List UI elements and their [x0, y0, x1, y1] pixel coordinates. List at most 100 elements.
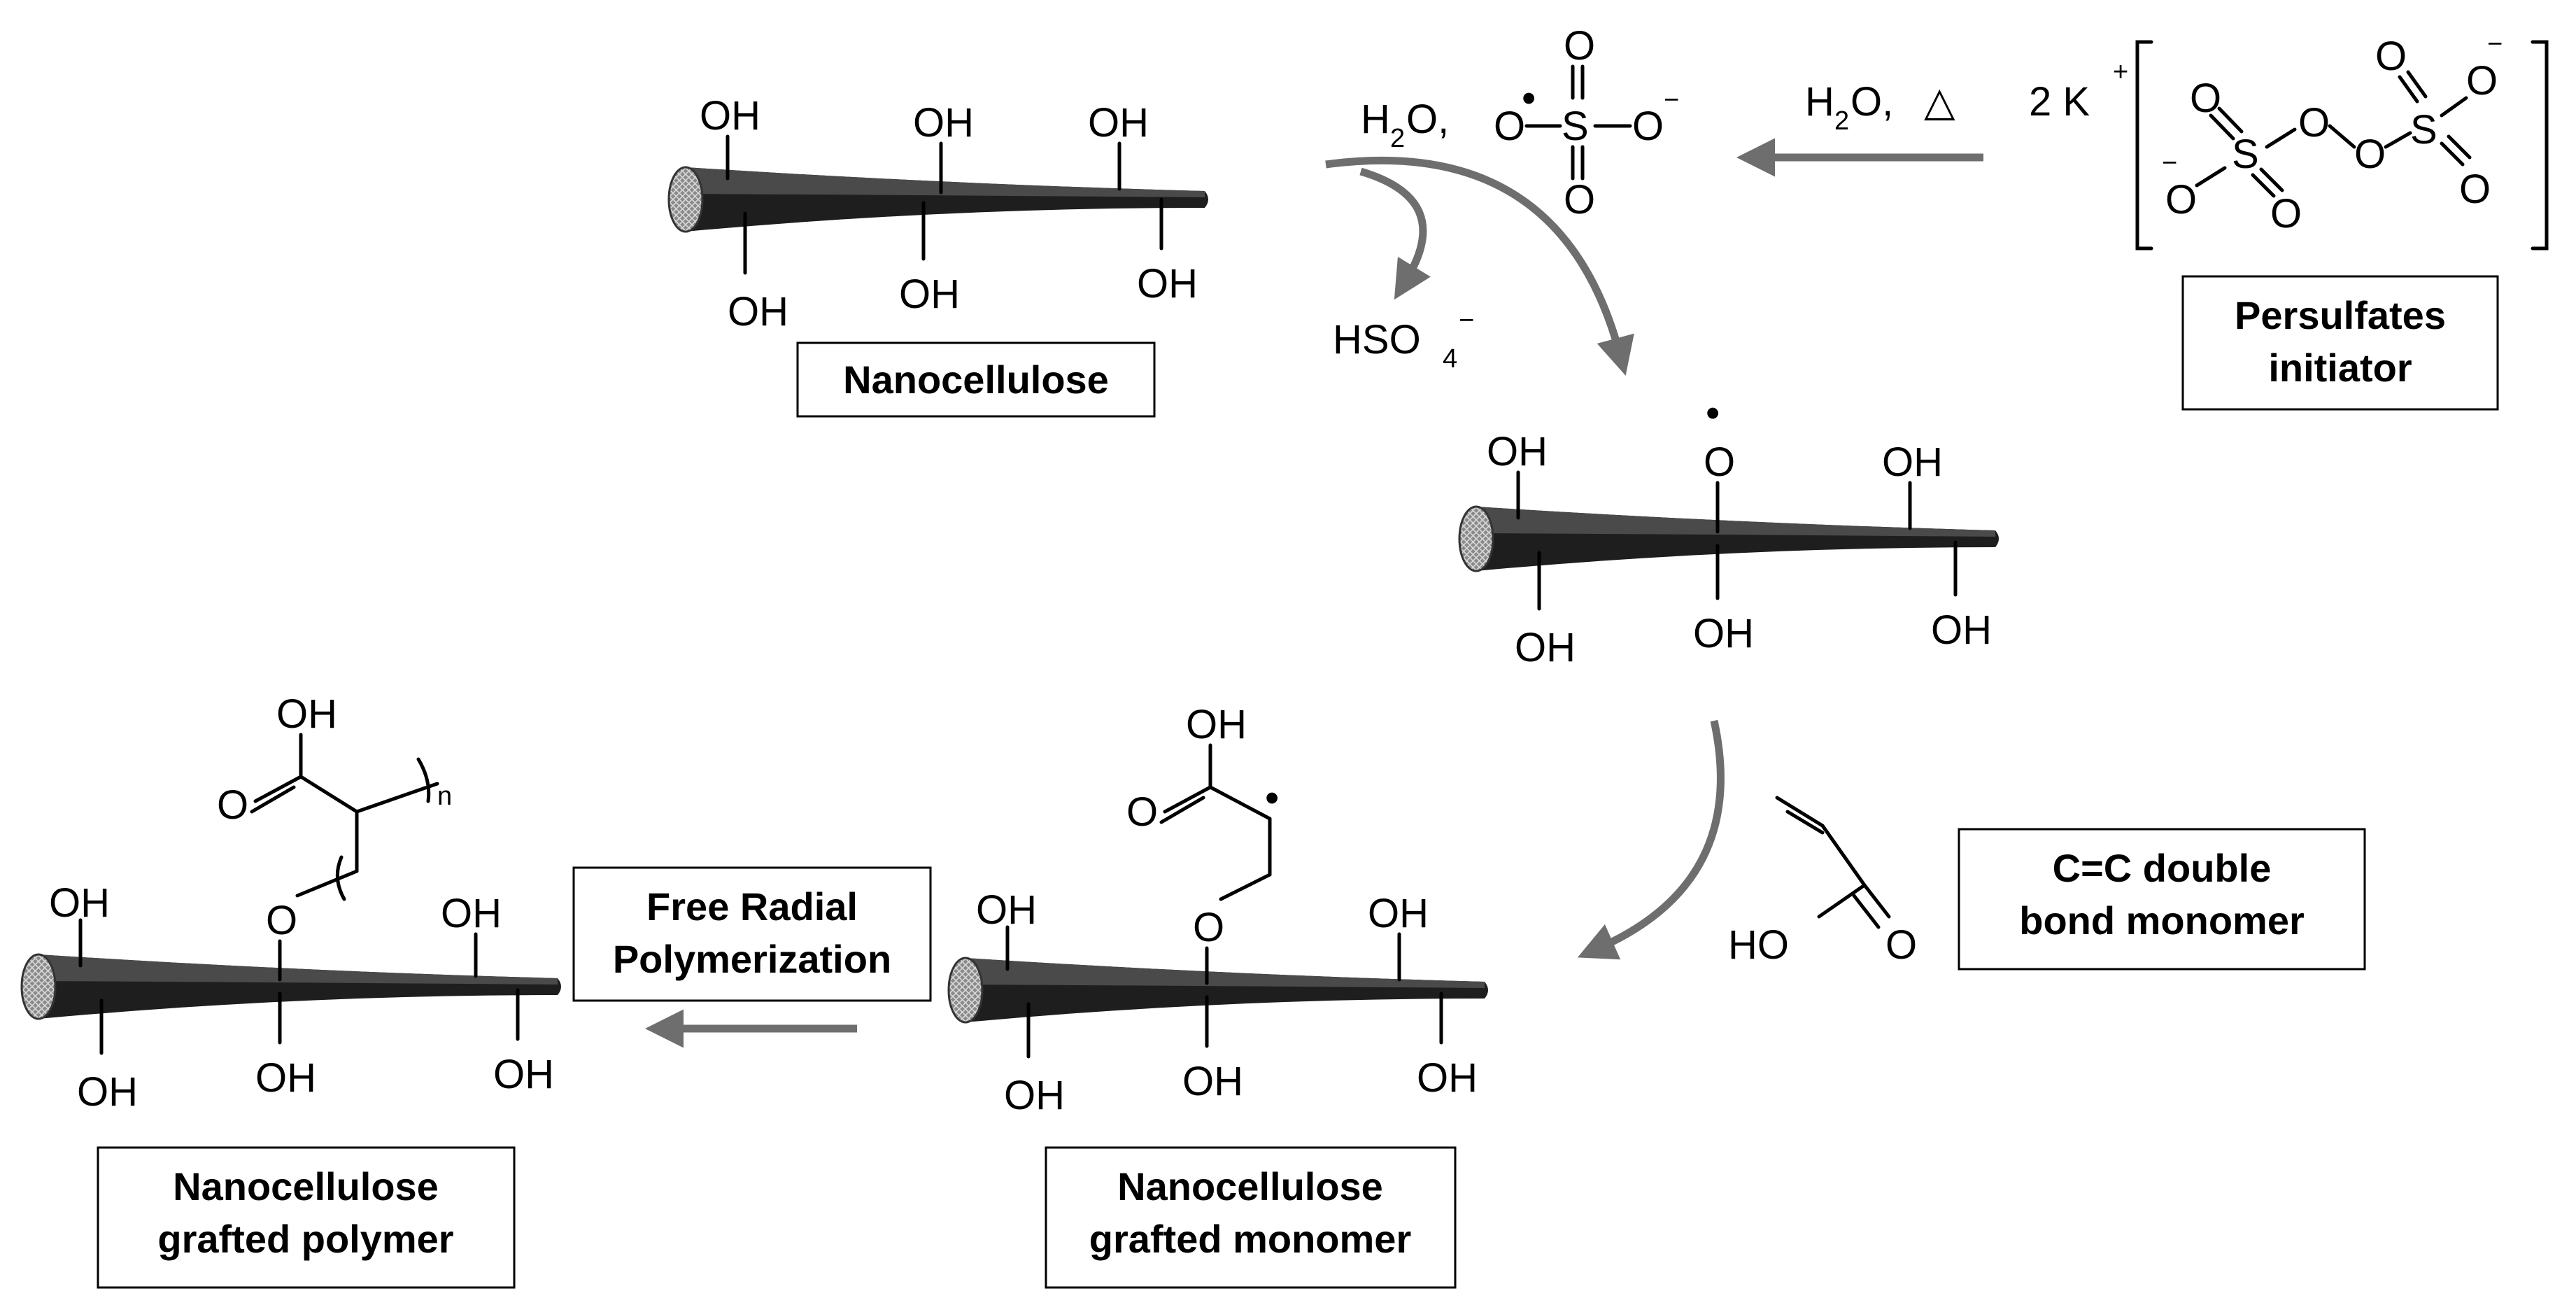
oh-group: OH — [1487, 429, 1548, 474]
arrow-radical-formation — [1325, 156, 1634, 376]
oxygen-atom: O — [2459, 167, 2491, 212]
oh-group: OH — [49, 880, 110, 926]
sulfate-radical: O • S O O O − — [1494, 23, 1679, 223]
repeat-bracket-lower — [335, 855, 346, 901]
ether-oxygen: O — [266, 898, 297, 943]
sulfur-atom: S — [2410, 107, 2437, 153]
water-h: H — [1805, 79, 1834, 125]
oh-group: OH — [77, 1069, 138, 1115]
negative-charge: − — [2487, 29, 2503, 59]
grafted-monomer-label-line2: grafted monomer — [1089, 1217, 1412, 1261]
oh-group: OH — [1004, 1073, 1065, 1118]
oh-group: OH — [1186, 702, 1247, 747]
polymerization-label-box: Free Radial Polymerization — [572, 866, 932, 1002]
oh-group: OH — [728, 289, 788, 334]
nanocellulose-label-box: Nanocellulose — [796, 341, 1156, 418]
bisulfate-formula: HSO — [1333, 317, 1421, 362]
oxygen-atom: O — [1564, 177, 1595, 223]
carbonyl-oxygen: O — [1126, 789, 1158, 835]
radical-dot: • — [1706, 390, 1720, 436]
negative-charge: − — [1664, 85, 1679, 115]
nanocellulose-molecule: OH OH OH OH OH OH — [667, 93, 1210, 334]
oh-group: OH — [1693, 611, 1754, 656]
initiator-label-box: Persulfates initiator — [2181, 275, 2499, 411]
ether-oxygen: O — [1193, 905, 1224, 950]
grafted-monomer-label-box: Nanocellulose grafted monomer — [1045, 1146, 1457, 1289]
carbonyl-oxygen: O — [217, 782, 248, 828]
right-bracket — [2531, 40, 2549, 251]
repeat-bracket-upper — [416, 757, 431, 803]
negative-charge: − — [2162, 148, 2177, 178]
oh-group: OH — [1515, 625, 1576, 670]
positive-charge: + — [2113, 57, 2128, 87]
left-bracket — [2135, 40, 2153, 251]
oxygen-atom: O — [2190, 76, 2221, 121]
nanocellulose-radical: OH O • OH OH OH OH — [1458, 390, 2000, 670]
polymerization-label-line2: Polymerization — [613, 937, 891, 981]
hydroxyl-label: HO — [1728, 922, 1789, 968]
water-subscript: 2 — [1834, 106, 1849, 136]
oxygen-atom: O — [2270, 191, 2302, 237]
water-h: H — [1361, 97, 1390, 142]
initiator-label-line2: initiator — [2268, 346, 2412, 390]
radical-dot: • — [1265, 775, 1279, 821]
polymerization-label-line1: Free Radial — [646, 884, 858, 929]
oxygen-atom: O — [2165, 177, 2197, 223]
heat-symbol: △ — [1924, 79, 1955, 125]
nanocellulose-label: Nanocellulose — [843, 358, 1109, 402]
repeat-count: n — [437, 782, 452, 811]
oh-group: OH — [1882, 439, 1943, 485]
negative-charge: − — [1459, 306, 1474, 335]
monomer-label-line1: C=C double — [2053, 846, 2272, 890]
radical-oxygen: O — [1494, 104, 1525, 149]
oh-group: OH — [700, 93, 760, 139]
oxygen-atom: O — [2298, 100, 2330, 146]
oh-group: OH — [899, 271, 960, 317]
bisulfate-subscript: 4 — [1443, 344, 1457, 374]
oh-group: OH — [1182, 1059, 1243, 1104]
oh-group: OH — [1417, 1055, 1478, 1101]
grafted-monomer-label-line1: Nanocellulose — [1117, 1164, 1383, 1208]
conditions-water-heat: H 2 O, △ — [1805, 79, 1955, 136]
acrylic-acid: HO O — [1728, 796, 1917, 968]
grafted-monomer-molecule: OH O • O OH OH OH OH OH — [947, 702, 1489, 1118]
radical-dot: • — [1522, 76, 1536, 121]
monomer-label-line2: bond monomer — [2019, 898, 2305, 943]
initiator-label-line1: Persulfates — [2235, 293, 2446, 337]
sulfur-atom: S — [1562, 104, 1589, 149]
oxygen-atom: O — [2375, 34, 2407, 79]
grafted-polymer-molecule: OH O n O OH OH OH OH OH — [20, 691, 562, 1115]
water-o: O, — [1406, 97, 1449, 142]
oh-group: OH — [913, 100, 974, 146]
oh-group: OH — [493, 1052, 554, 1097]
oxygen-radical: O — [1704, 439, 1735, 485]
oh-group: OH — [1137, 261, 1198, 306]
bisulfate-byproduct: HSO 4 − — [1333, 306, 1474, 374]
oh-group: OH — [441, 891, 502, 936]
potassium-persulfate: 2 K + O S O − O O O S O O − O — [2029, 29, 2549, 251]
grafted-polymer-label-line2: grafted polymer — [157, 1217, 453, 1261]
oxygen-atom: O — [2354, 132, 2386, 177]
oxygen-atom: O — [1632, 104, 1664, 149]
oxygen-atom: O — [1564, 23, 1595, 69]
sulfur-atom: S — [2232, 132, 2259, 177]
nanocellulose-rod — [667, 166, 1210, 233]
arrow-byproduct — [1359, 167, 1431, 300]
grafted-polymer-label-box: Nanocellulose grafted polymer — [97, 1146, 516, 1289]
grafted-polymer-label-line1: Nanocellulose — [173, 1164, 439, 1208]
potassium-count: 2 K — [2029, 79, 2090, 125]
water-reagent: H 2 O, — [1361, 97, 1449, 153]
oh-group: OH — [976, 887, 1037, 933]
oh-group: OH — [1368, 891, 1429, 936]
monomer-label-box: C=C double bond monomer — [1958, 828, 2366, 971]
water-o: O, — [1850, 79, 1893, 125]
oxygen-atom: O — [2466, 58, 2498, 104]
water-subscript: 2 — [1390, 124, 1405, 153]
carbonyl-oxygen: O — [1885, 922, 1917, 968]
oh-group: OH — [1931, 607, 1992, 653]
oh-group: OH — [255, 1055, 316, 1101]
arrow-monomer-addition — [1577, 719, 1725, 960]
oh-group: OH — [276, 691, 337, 737]
oh-group: OH — [1088, 100, 1149, 146]
